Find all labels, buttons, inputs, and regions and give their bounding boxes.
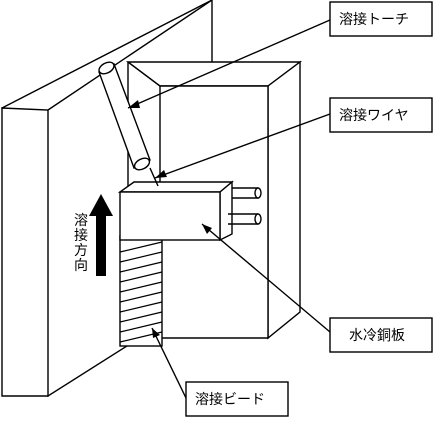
bead-hatch-line bbox=[119, 291, 163, 303]
welding-wire bbox=[149, 167, 159, 187]
arrowhead-icon bbox=[128, 100, 140, 108]
bead-hatch-line bbox=[119, 301, 163, 313]
label-torch-text: 溶接トーチ bbox=[339, 11, 409, 28]
arrowhead-icon bbox=[155, 170, 167, 178]
direction-arrow-icon bbox=[89, 194, 113, 276]
bead-hatch-line bbox=[119, 271, 163, 283]
arrowhead-icon bbox=[152, 328, 160, 338]
label-wire-text: 溶接ワイヤ bbox=[339, 107, 409, 124]
label-cu-plate-text: 水冷銅板 bbox=[349, 328, 405, 344]
label-bead: 溶接ビード bbox=[185, 381, 289, 417]
cooling-pipe-upper bbox=[232, 187, 262, 199]
welding-torch bbox=[98, 61, 151, 171]
bead-hatch-line bbox=[119, 261, 163, 273]
weld-bead bbox=[119, 235, 163, 347]
label-torch: 溶接トーチ bbox=[329, 1, 433, 37]
bead-hatch-line bbox=[119, 241, 163, 253]
arrowhead-icon bbox=[202, 224, 212, 234]
copper-shoe bbox=[117, 180, 262, 242]
svg-text:溶接方向: 溶接方向 bbox=[74, 213, 88, 274]
bead-hatch-line bbox=[119, 321, 163, 333]
leader-lines bbox=[127, 19, 331, 399]
cooling-pipe-lower bbox=[228, 213, 262, 225]
label-wire: 溶接ワイヤ bbox=[329, 97, 433, 133]
label-bead-text: 溶接ビード bbox=[195, 391, 265, 408]
bead-hatch-line bbox=[119, 281, 163, 293]
bead-hatch-line bbox=[119, 311, 163, 323]
label-cu-plate: 水冷銅板 bbox=[329, 317, 433, 353]
bead-hatch-line bbox=[119, 251, 163, 263]
direction-label: 溶接方向 bbox=[74, 213, 88, 274]
